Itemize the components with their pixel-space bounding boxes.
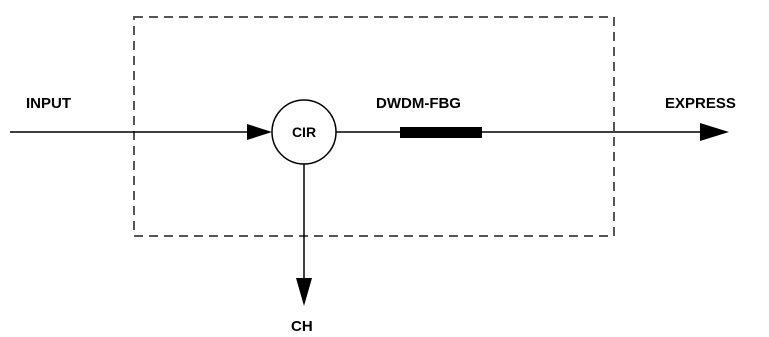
module-boundary-box — [133, 16, 615, 237]
input-arrowhead — [247, 124, 272, 140]
channel-label: CH — [291, 318, 313, 335]
express-arrowhead — [700, 123, 729, 141]
fbg-label: DWDM-FBG — [376, 95, 461, 112]
channel-arrowhead — [296, 278, 312, 306]
express-label: EXPRESS — [665, 95, 736, 112]
fbg-grating-block — [400, 127, 482, 138]
circulator-label: CIR — [292, 124, 316, 140]
input-label: INPUT — [26, 95, 71, 112]
